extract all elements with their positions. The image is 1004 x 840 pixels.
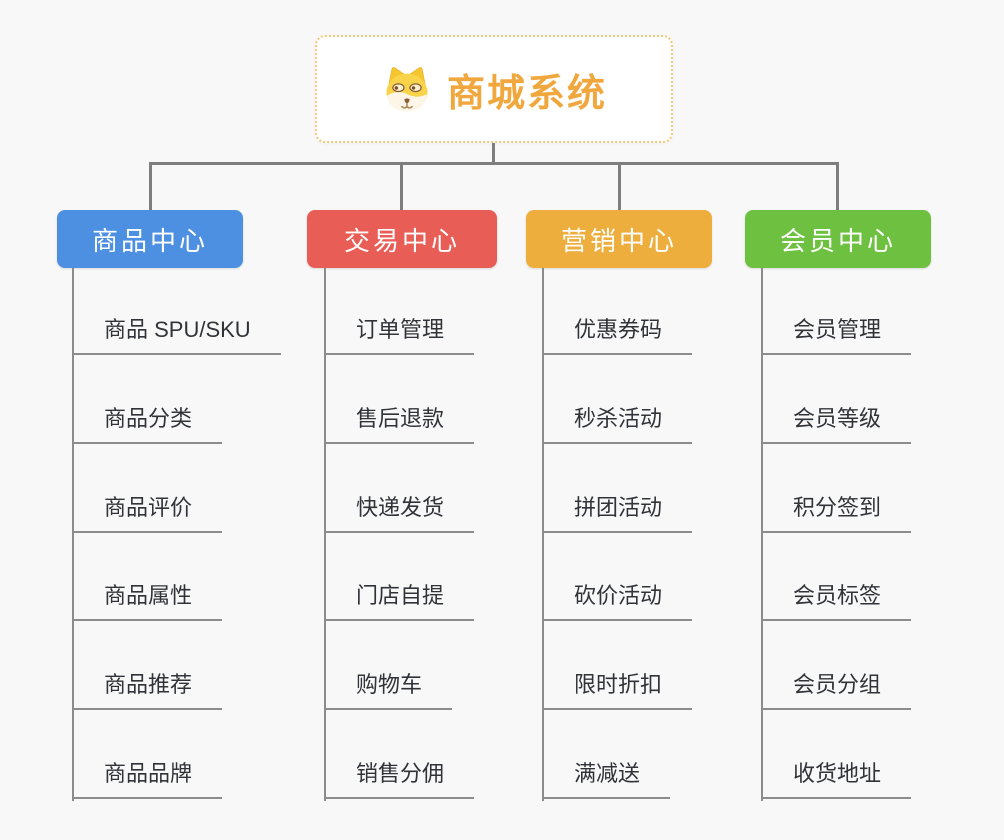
- connector-drop-member: [836, 162, 839, 210]
- leaf-node[interactable]: 积分签到: [761, 493, 912, 533]
- leaf-node[interactable]: 商品推荐: [72, 670, 223, 710]
- branch-label: 营销中心: [560, 225, 677, 256]
- trunk-line: [324, 268, 326, 801]
- leaf-node[interactable]: 商品评价: [72, 493, 223, 533]
- connector-drop-marketing: [618, 162, 621, 210]
- branch-node-marketing-center[interactable]: 营销中心: [526, 210, 712, 268]
- leaf-node[interactable]: 订单管理: [324, 315, 475, 355]
- branch-node-member-center[interactable]: 会员中心: [745, 210, 931, 268]
- leaf-node[interactable]: 收货地址: [761, 759, 912, 799]
- leaf-node[interactable]: 售后退款: [324, 404, 475, 444]
- leaf-node[interactable]: 满减送: [542, 759, 671, 799]
- trunk-line: [761, 268, 763, 801]
- branch-node-trade-center[interactable]: 交易中心: [307, 210, 497, 268]
- root-node[interactable]: 商城系统: [315, 35, 673, 143]
- root-title: 商城系统: [446, 72, 607, 115]
- trunk-line: [542, 268, 544, 801]
- leaf-node[interactable]: 会员分组: [761, 670, 912, 710]
- connector-bus-line: [149, 162, 839, 165]
- connector-drop-product: [149, 162, 152, 210]
- leaf-node[interactable]: 会员等级: [761, 404, 912, 444]
- trunk-line: [72, 268, 74, 801]
- leaf-node[interactable]: 销售分佣: [324, 759, 475, 799]
- dog-face-icon: [386, 67, 428, 112]
- leaf-node[interactable]: 门店自提: [324, 581, 475, 621]
- leaf-node[interactable]: 商品品牌: [72, 759, 223, 799]
- branch-label: 交易中心: [343, 225, 460, 256]
- connector-drop-trade: [400, 162, 403, 210]
- leaf-node[interactable]: 秒杀活动: [542, 404, 693, 444]
- leaf-node[interactable]: 限时折扣: [542, 670, 693, 710]
- leaf-node[interactable]: 优惠券码: [542, 315, 693, 355]
- branch-label: 会员中心: [779, 225, 896, 256]
- branch-label: 商品中心: [91, 225, 208, 256]
- leaf-node[interactable]: 购物车: [324, 670, 453, 710]
- leaf-node[interactable]: 会员管理: [761, 315, 912, 355]
- leaf-node[interactable]: 快递发货: [324, 493, 475, 533]
- branch-node-product-center[interactable]: 商品中心: [57, 210, 243, 268]
- leaf-node[interactable]: 商品 SPU/SKU: [72, 315, 281, 355]
- leaf-node[interactable]: 砍价活动: [542, 581, 693, 621]
- leaf-node[interactable]: 会员标签: [761, 581, 912, 621]
- leaf-node[interactable]: 商品分类: [72, 404, 223, 444]
- leaf-node[interactable]: 拼团活动: [542, 493, 693, 533]
- connector-root-drop: [492, 143, 495, 164]
- leaf-node[interactable]: 商品属性: [72, 581, 223, 621]
